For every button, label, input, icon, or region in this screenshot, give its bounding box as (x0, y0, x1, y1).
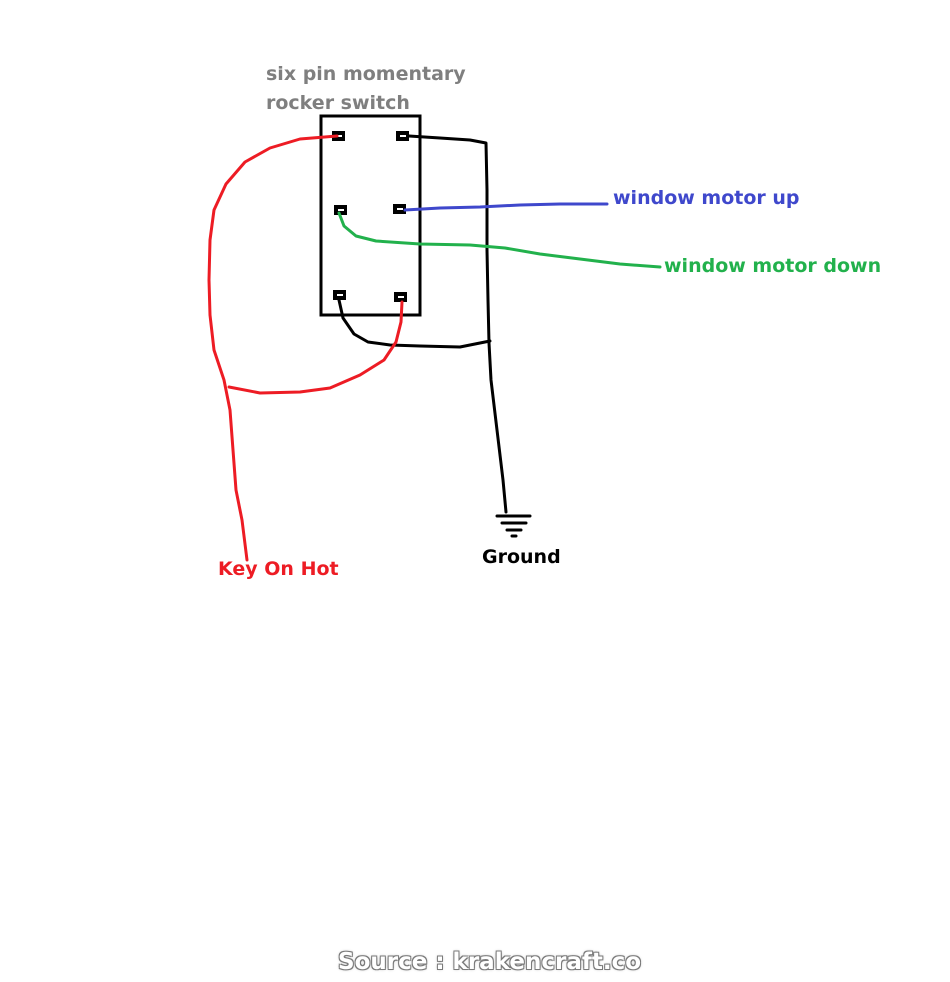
motor-up-wire (403, 202, 609, 212)
ground-wire (337, 134, 532, 538)
switch-title-line-2: rocker switch (266, 92, 410, 114)
motor-up-label: window motor up (613, 187, 800, 209)
key-on-hot-wire (207, 134, 404, 562)
key-on-hot-label: Key On Hot (218, 558, 339, 580)
motor-down-label: window motor down (664, 255, 882, 277)
motor-down-wire (337, 211, 662, 269)
source-watermark: Source : krakencraft.co (338, 949, 642, 975)
switch-pins (332, 131, 409, 302)
rocker-switch-body (319, 114, 422, 317)
switch-title-line-1: six pin momentary (266, 63, 466, 85)
ground-label: Ground (482, 546, 561, 568)
